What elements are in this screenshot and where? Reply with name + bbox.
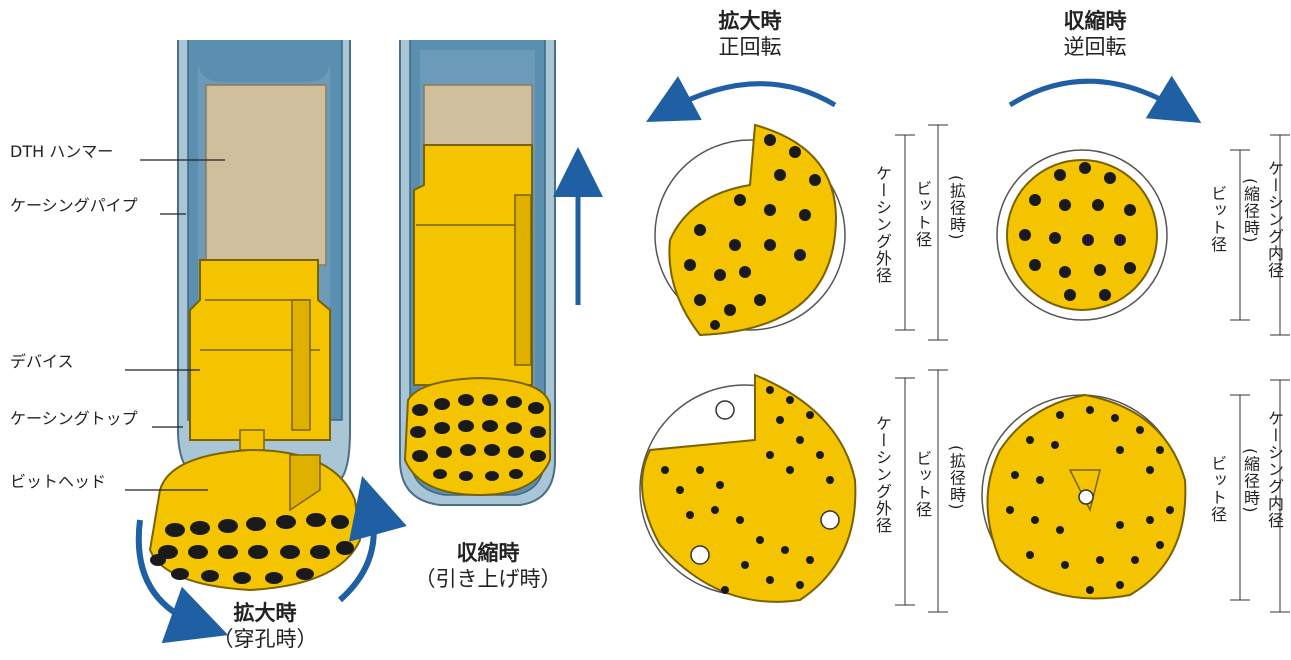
caption-expand-forward: 拡大時 正回転 — [690, 8, 810, 60]
dim-bit-expanded-top-a: ビット径 — [913, 180, 932, 248]
expanded-bit-top-view-2 — [639, 373, 857, 603]
retracted-bit-top-view-1 — [996, 149, 1168, 321]
dim-casing-inner-bottom: ケーシング内径 — [1265, 410, 1284, 529]
caption-retract-pulling: 収縮時 （引き上げ時） — [398, 540, 578, 592]
dim-bit-expanded-bottom-b: (拡径時) — [947, 445, 966, 511]
expanded-bit-top-view-1 — [654, 123, 846, 337]
caption-expand-drilling: 拡大時 （穿孔時） — [205, 600, 325, 652]
dim-bit-retracted-bottom-b: (縮径時) — [1241, 448, 1260, 514]
label-casing-pipe: ケーシングパイプ — [10, 196, 138, 215]
dim-bit-retracted-bottom-a: ビット径 — [1208, 455, 1227, 523]
leader-lines — [125, 159, 225, 491]
dim-bit-retracted-top-b: (縮径時) — [1241, 178, 1260, 244]
left-casing-assembly — [135, 40, 407, 644]
dim-casing-inner-top: ケーシング内径 — [1265, 160, 1284, 279]
dth-hammer-body — [205, 84, 327, 266]
caption-title: 収縮時 — [456, 541, 520, 565]
label-casing-top: ケーシングトップ — [10, 409, 138, 428]
caption-subtitle: 逆回転 — [1063, 35, 1127, 59]
middle-casing-assembly — [399, 40, 556, 506]
label-dth-hammer: DTH ハンマー — [10, 142, 114, 161]
caption-subtitle: （穿孔時） — [212, 627, 318, 651]
retracted-bit-top-view-2 — [981, 393, 1187, 600]
caption-title: 拡大時 — [718, 9, 782, 33]
middle-bit-head — [403, 376, 551, 497]
caption-title: 収縮時 — [1063, 9, 1127, 33]
dim-casing-outer-bottom: ケーシング外径 — [873, 415, 892, 534]
dimension-lines — [895, 124, 1290, 613]
caption-subtitle: 正回転 — [718, 35, 782, 59]
dim-bit-expanded-bottom-a: ビット径 — [913, 450, 932, 518]
caption-subtitle: （引き上げ時） — [414, 567, 562, 591]
label-device: デバイス — [10, 352, 74, 371]
dim-bit-retracted-top-a: ビット径 — [1208, 185, 1227, 253]
dim-bit-expanded-top-b: (拡径時) — [947, 175, 966, 241]
caption-retract-reverse: 収縮時 逆回転 — [1035, 8, 1155, 60]
dim-casing-outer-top: ケーシング外径 — [873, 165, 892, 284]
label-bit-head: ビットヘッド — [10, 472, 107, 491]
caption-title: 拡大時 — [233, 601, 297, 625]
forward-rotation-arrow — [646, 76, 837, 122]
reverse-rotation-arrow — [1008, 75, 1202, 124]
